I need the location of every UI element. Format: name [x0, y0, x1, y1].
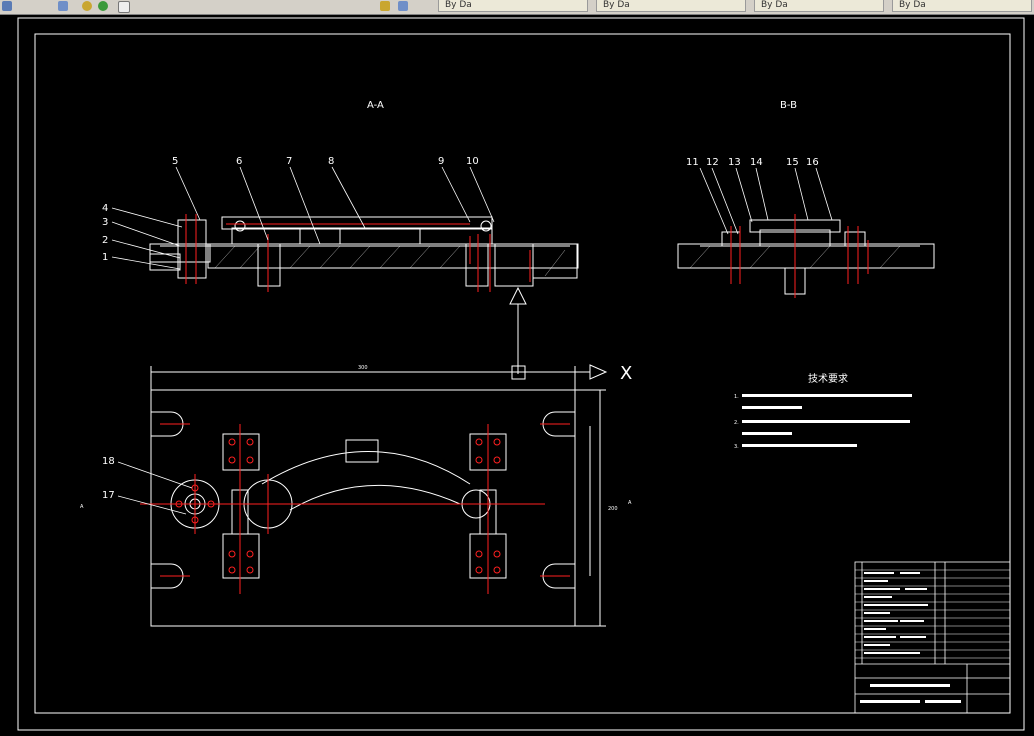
part-number: 12	[706, 157, 719, 168]
tab-2[interactable]: By Da	[596, 0, 746, 12]
part-number: 14	[750, 157, 763, 168]
tab-3[interactable]: By Da	[754, 0, 884, 12]
section-b-centerlines	[730, 214, 869, 298]
part-number: 4	[102, 203, 108, 214]
section-b-view	[677, 219, 935, 295]
part-number: 15	[786, 157, 799, 168]
inner-frame	[34, 33, 1011, 714]
dimension-top: 300	[358, 365, 368, 371]
section-a-leaders	[111, 166, 495, 270]
dimension-right: 200	[608, 506, 618, 512]
section-mark-right: A	[628, 500, 632, 506]
cad-drawing-canvas[interactable]: A-A	[0, 14, 1034, 736]
part-number: 7	[286, 156, 292, 167]
layer-icon[interactable]	[380, 1, 390, 11]
toolbar: By Da By Da By Da By Da	[0, 0, 1034, 15]
part-number: 2	[102, 235, 108, 246]
section-mark-left: A	[80, 504, 84, 510]
outer-frame	[17, 17, 1025, 731]
tech-line: 3.	[734, 444, 739, 450]
plan-centerlines	[140, 423, 570, 594]
tool-icon[interactable]	[398, 1, 408, 11]
section-a-view	[149, 216, 579, 287]
part-number: 18	[102, 456, 115, 467]
part-number: 13	[728, 157, 741, 168]
tech-requirements-title: 技术要求	[808, 372, 848, 385]
part-number: 1	[102, 252, 108, 263]
page-icon[interactable]	[118, 1, 130, 13]
section-b-leaders	[699, 167, 833, 235]
part-number: 6	[236, 156, 242, 167]
save-icon[interactable]	[82, 1, 92, 11]
tab-4[interactable]: By Da	[892, 0, 1032, 12]
part-number: 16	[806, 157, 819, 168]
part-number: 11	[686, 157, 699, 168]
tech-line: 2.	[734, 420, 739, 426]
tech-line: 1.	[734, 394, 739, 400]
section-b-title: B-B	[780, 100, 797, 111]
section-b-hatch	[689, 245, 901, 269]
part-number: 5	[172, 156, 178, 167]
title-block-rows	[855, 569, 1010, 659]
section-a-hatch	[214, 245, 566, 277]
plan-bolts	[175, 438, 501, 574]
part-number: 8	[328, 156, 334, 167]
part-number: 17	[102, 490, 115, 501]
section-a-centerlines	[185, 214, 531, 292]
title-block	[854, 561, 1011, 714]
title-block-text	[860, 572, 961, 703]
part-number: 10	[466, 156, 479, 167]
part-number: 9	[438, 156, 444, 167]
plan-view	[150, 286, 608, 627]
part-number: 3	[102, 217, 108, 228]
tech-requirements-text	[742, 394, 912, 447]
print-icon[interactable]	[98, 1, 108, 11]
open-icon[interactable]	[58, 1, 68, 11]
section-a-title: A-A	[367, 100, 384, 111]
plan-leaders	[117, 461, 193, 515]
app-icon[interactable]	[2, 1, 12, 11]
tab-1[interactable]: By Da	[438, 0, 588, 12]
axis-label: X	[620, 363, 632, 384]
